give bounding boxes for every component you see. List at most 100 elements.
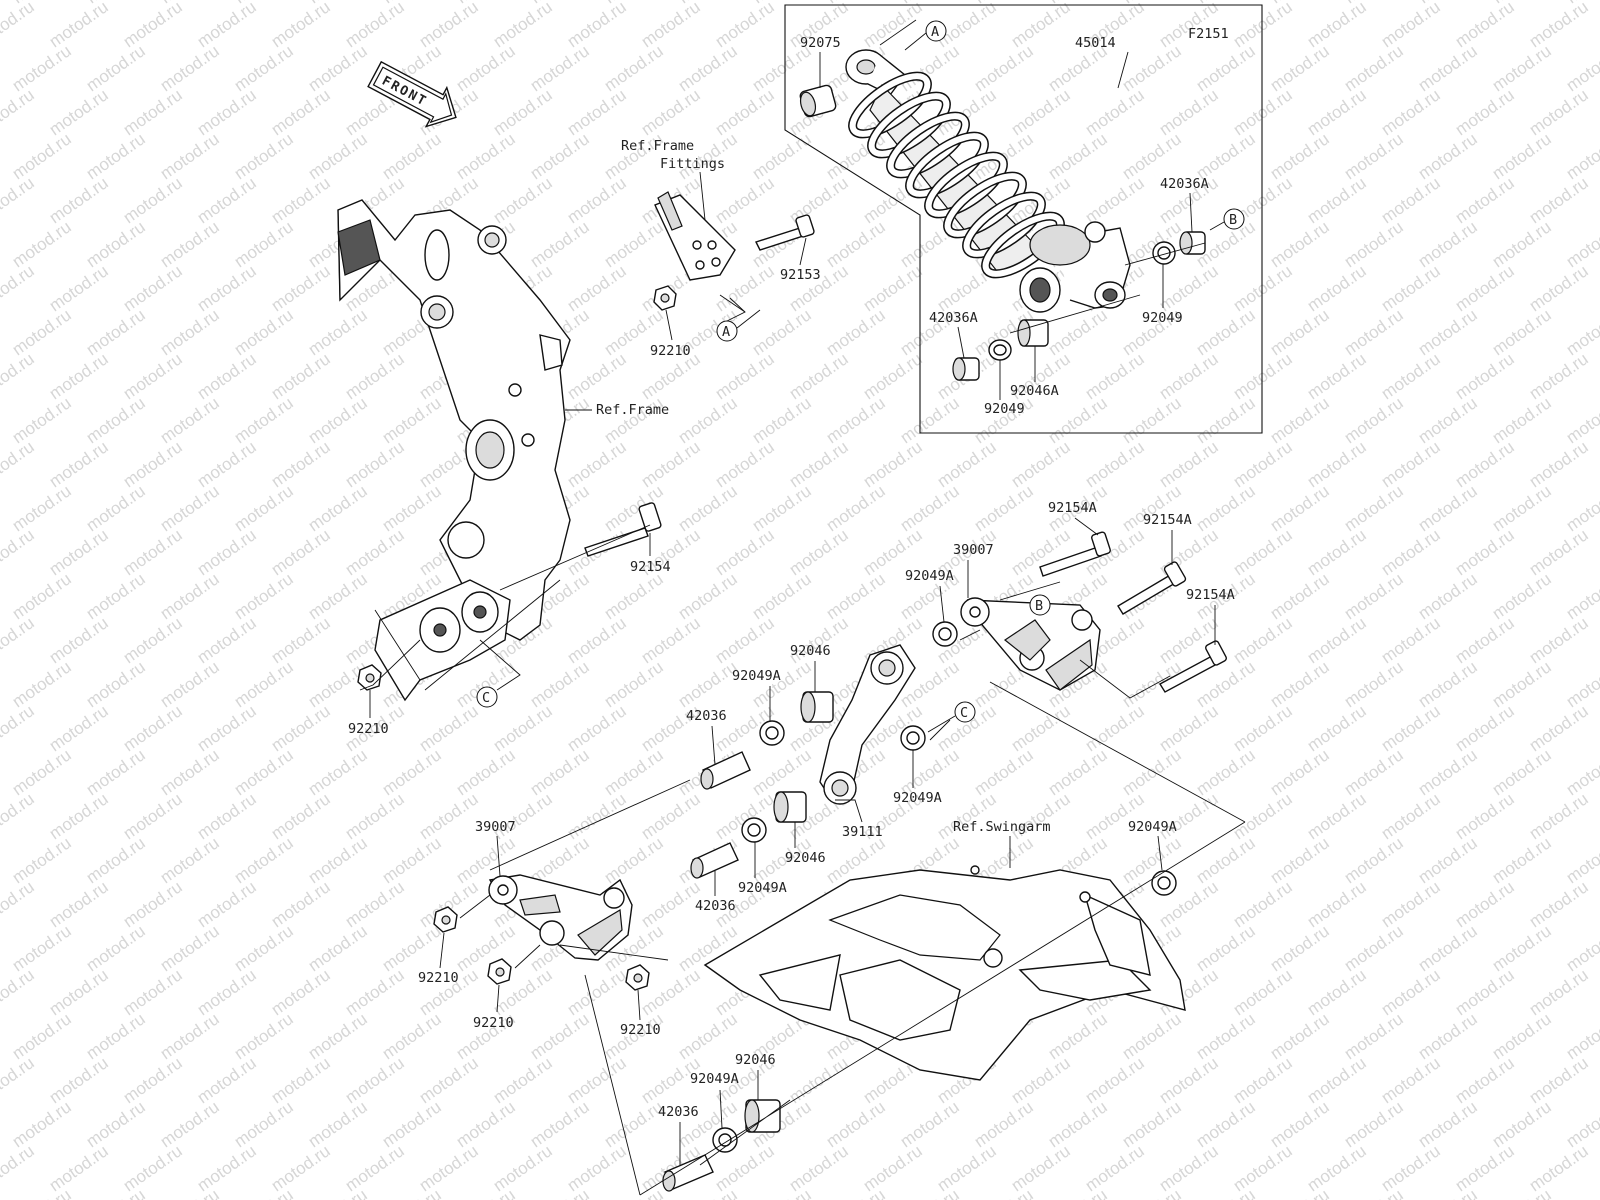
watermark-text: motod.ru bbox=[1304, 0, 1370, 51]
watermark-text: motod.ru bbox=[379, 1185, 445, 1200]
watermark-text: motod.ru bbox=[1526, 261, 1592, 315]
watermark-text: motod.ru bbox=[860, 261, 926, 315]
label-swingarm-oilseal: 92049A bbox=[1128, 819, 1177, 835]
watermark-text: motod.ru bbox=[1378, 877, 1444, 931]
watermark-text: motod.ru bbox=[0, 261, 38, 315]
label-rocker-collar-lower: 42036 bbox=[695, 898, 736, 914]
watermark-text: motod.ru bbox=[305, 833, 371, 887]
watermark-text: motod.ru bbox=[490, 0, 556, 51]
watermark-text: motod.ru bbox=[1304, 877, 1370, 931]
watermark-text: motod.ru bbox=[1452, 349, 1518, 403]
watermark-text: motod.ru bbox=[1378, 173, 1444, 227]
label-shock-bearing: 92046A bbox=[1010, 383, 1059, 399]
watermark-text: motod.ru bbox=[379, 393, 445, 447]
watermark-text: motod.ru bbox=[9, 745, 75, 799]
watermark-text: motod.ru bbox=[1267, 305, 1333, 359]
watermark-text: motod.ru bbox=[1119, 1097, 1185, 1151]
ref-marker-b-shock-label: B bbox=[1229, 212, 1237, 228]
watermark-text: motod.ru bbox=[0, 833, 1, 887]
watermark-text: motod.ru bbox=[1378, 613, 1444, 667]
watermark-text: motod.ru bbox=[564, 701, 630, 755]
watermark-text: motod.ru bbox=[1526, 0, 1592, 51]
watermark-text: motod.ru bbox=[749, 1185, 815, 1200]
watermark-text: motod.ru bbox=[268, 437, 334, 491]
watermark-text: motod.ru bbox=[83, 1185, 149, 1200]
watermark-text: motod.ru bbox=[638, 0, 704, 51]
upper-collar-part bbox=[799, 84, 837, 118]
ref-marker-b-shock: B bbox=[1209, 208, 1245, 231]
label-rocker-oilseal-lower: 92049A bbox=[738, 880, 787, 896]
watermark-text: motod.ru bbox=[0, 85, 38, 139]
watermark-text: motod.ru bbox=[157, 745, 223, 799]
watermark-text: motod.ru bbox=[1230, 85, 1296, 139]
shock-absorber-group bbox=[784, 4, 1263, 434]
watermark-text: motod.ru bbox=[1156, 701, 1222, 755]
watermark-text: motod.ru bbox=[416, 789, 482, 843]
watermark-text: motod.ru bbox=[1193, 41, 1259, 95]
tie-rod-nut-1 bbox=[433, 906, 458, 933]
watermark-text: motod.ru bbox=[231, 393, 297, 447]
watermark-text: motod.ru bbox=[1489, 129, 1555, 183]
watermark-text: motod.ru bbox=[712, 525, 778, 579]
rocker-collar-lower bbox=[690, 842, 739, 879]
watermark-text: motod.ru bbox=[83, 1009, 149, 1063]
ref-marker-c-frame: C bbox=[476, 639, 521, 708]
watermark-text: motod.ru bbox=[1119, 41, 1185, 95]
shock-lower-collar-right bbox=[1179, 231, 1206, 255]
watermark-text: motod.ru bbox=[675, 481, 741, 535]
watermark-text: motod.ru bbox=[1119, 1009, 1185, 1063]
watermark-text: motod.ru bbox=[1415, 745, 1481, 799]
watermark-text: motod.ru bbox=[1193, 481, 1259, 535]
watermark-text: motod.ru bbox=[1267, 657, 1333, 711]
watermark-text: motod.ru bbox=[157, 657, 223, 711]
watermark-text: motod.ru bbox=[1304, 437, 1370, 491]
watermark-text: motod.ru bbox=[1267, 217, 1333, 271]
watermark-text: motod.ru bbox=[157, 41, 223, 95]
ref-marker-a-top: A bbox=[904, 20, 947, 51]
watermark-text: motod.ru bbox=[268, 877, 334, 931]
watermark-text: motod.ru bbox=[194, 525, 260, 579]
watermark-text: motod.ru bbox=[0, 1141, 38, 1195]
watermark-text: motod.ru bbox=[1415, 833, 1481, 887]
watermark-text: motod.ru bbox=[1008, 0, 1074, 51]
watermark-text: motod.ru bbox=[1526, 701, 1592, 755]
rocker-oilseal-upper-right bbox=[932, 621, 958, 647]
watermark-text: motod.ru bbox=[194, 877, 260, 931]
watermark-text: motod.ru bbox=[1008, 85, 1074, 139]
watermark-text: motod.ru bbox=[971, 41, 1037, 95]
watermark-text: motod.ru bbox=[712, 613, 778, 667]
watermark-text: motod.ru bbox=[379, 1009, 445, 1063]
watermark-text: motod.ru bbox=[1452, 877, 1518, 931]
watermark-text: motod.ru bbox=[1489, 657, 1555, 711]
watermark-text: motod.ru bbox=[1193, 393, 1259, 447]
tie-rod-right bbox=[960, 597, 1101, 691]
watermark-text: motod.ru bbox=[897, 481, 963, 535]
watermark-text: motod.ru bbox=[1230, 437, 1296, 491]
watermark-text: motod.ru bbox=[564, 261, 630, 315]
watermark-text: motod.ru bbox=[231, 657, 297, 711]
label-ref-frame: Ref.Frame bbox=[596, 402, 669, 418]
watermark-text: motod.ru bbox=[1230, 613, 1296, 667]
shock-upper-eye bbox=[845, 49, 906, 96]
watermark-text: motod.ru bbox=[9, 41, 75, 95]
watermark-text: motod.ru bbox=[379, 833, 445, 887]
watermark-text: motod.ru bbox=[786, 613, 852, 667]
watermark-text: motod.ru bbox=[0, 921, 1, 975]
watermark-text: motod.ru bbox=[1082, 85, 1148, 139]
watermark-text: motod.ru bbox=[0, 0, 38, 51]
ref-marker-a-bracket-label: A bbox=[722, 324, 730, 340]
label-tie-rod-right: 39007 bbox=[953, 542, 994, 558]
watermark-text: motod.ru bbox=[1452, 1053, 1518, 1107]
watermark-text: motod.ru bbox=[675, 1185, 741, 1200]
watermark-text: motod.ru bbox=[46, 85, 112, 139]
watermark-text: motod.ru bbox=[0, 613, 38, 667]
watermark-text: motod.ru bbox=[1341, 393, 1407, 447]
watermark-text: motod.ru bbox=[0, 217, 1, 271]
label-upper-collar: 92075 bbox=[800, 35, 841, 51]
label-shock-oilseal-right: 92049 bbox=[1142, 310, 1183, 326]
watermark-text: motod.ru bbox=[46, 349, 112, 403]
watermark-text: motod.ru bbox=[1008, 1141, 1074, 1195]
watermark-text: motod.ru bbox=[157, 129, 223, 183]
watermark-text: motod.ru bbox=[860, 349, 926, 403]
watermark-text: motod.ru bbox=[157, 833, 223, 887]
